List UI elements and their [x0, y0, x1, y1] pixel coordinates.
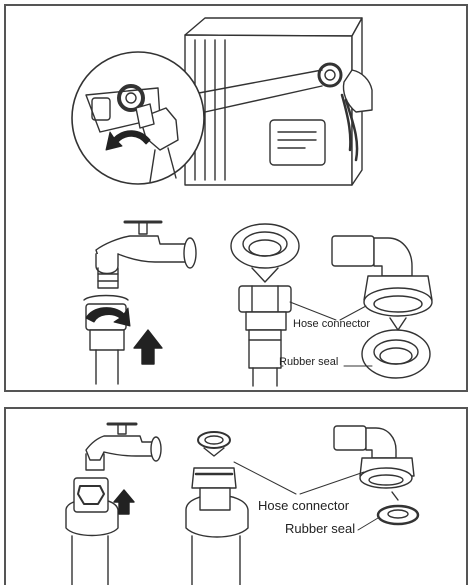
hose-connector-label: Hose connector: [293, 318, 370, 330]
faucet-bottom: [86, 424, 161, 470]
hose-connector-middle: [186, 432, 248, 585]
elbow-connector: [332, 236, 432, 316]
hose-connector-left: [239, 286, 291, 386]
hose-end-bottom: [66, 478, 118, 585]
up-arrow-icon: [134, 330, 162, 364]
rubber-seal-magnified: [231, 224, 299, 282]
zoom-circle-detail: [72, 52, 204, 184]
rubber-seal-label-bottom: Rubber seal: [285, 521, 355, 536]
rubber-seal-magnified-right: [362, 318, 430, 378]
rubber-seal-label: Rubber seal: [279, 356, 338, 368]
faucet-top: [96, 222, 196, 288]
washing-machine-back: [185, 18, 362, 185]
hose-connector-label-bottom: Hose connector: [258, 498, 349, 513]
leader-lines-bottom: [234, 462, 378, 530]
